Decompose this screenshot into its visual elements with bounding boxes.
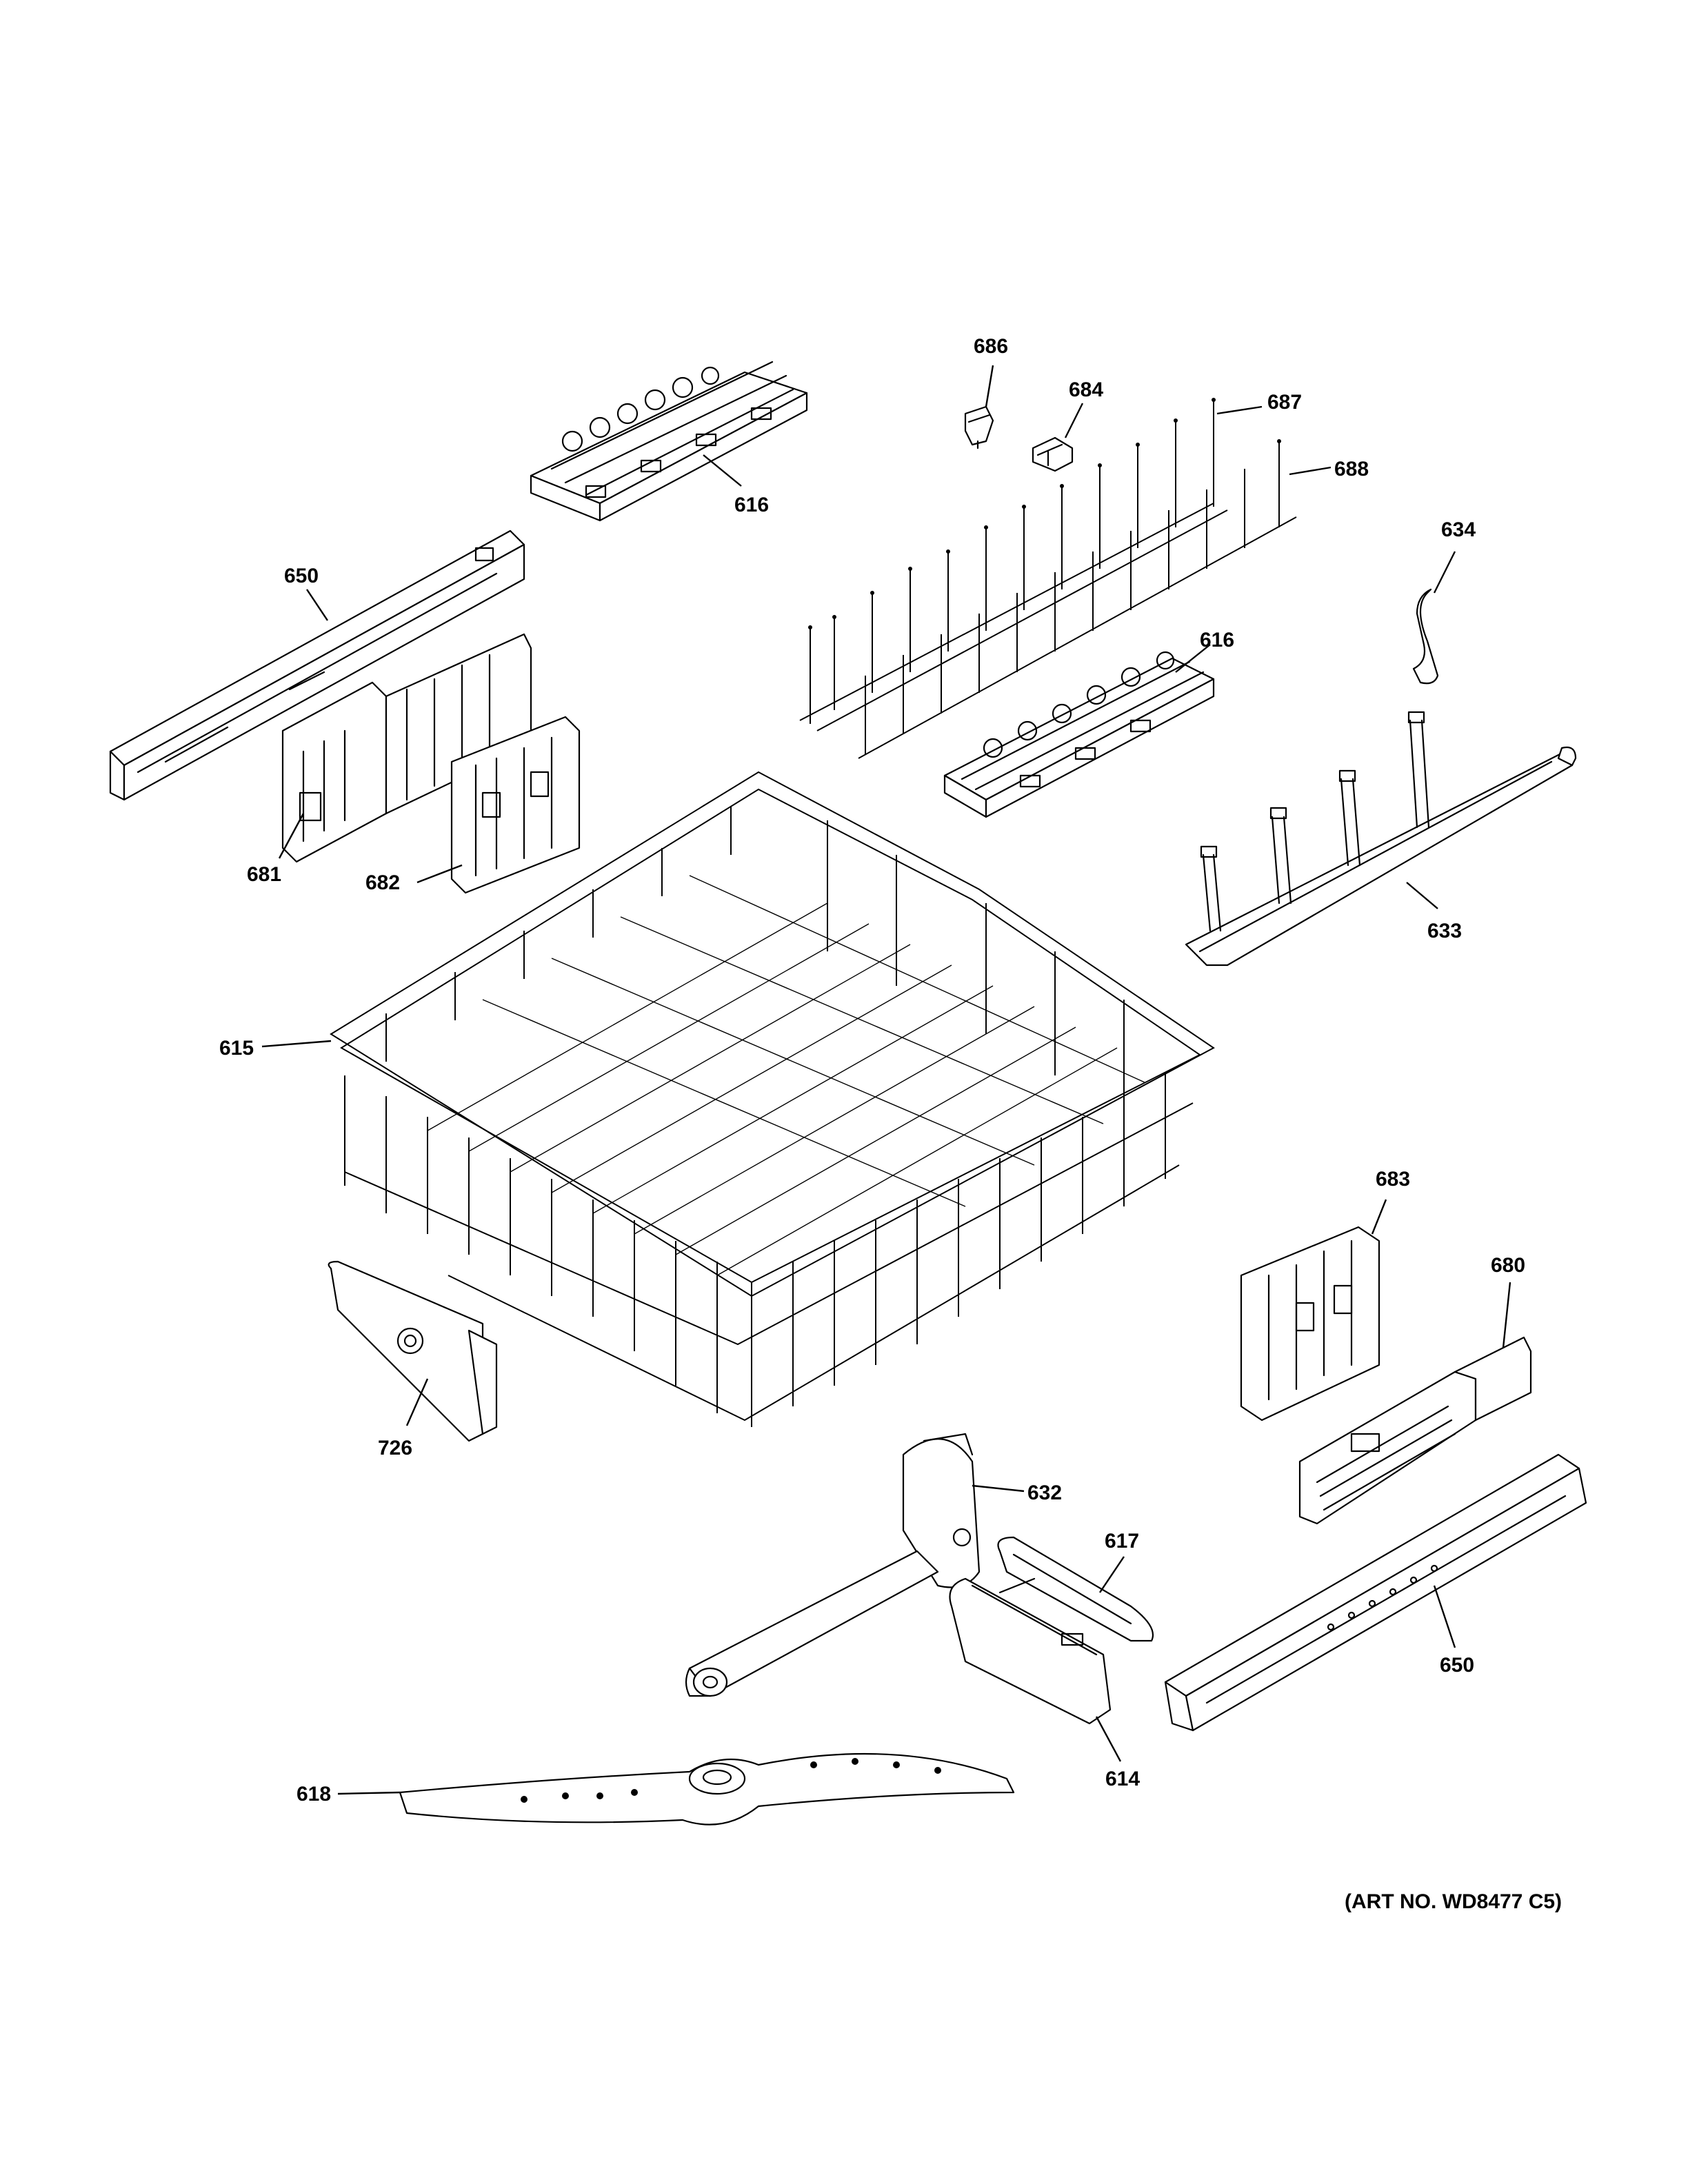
leader-650a xyxy=(306,589,328,621)
part-682-rack-adjuster-panel[interactable] xyxy=(450,716,581,894)
part-616-tine-clip-strip-top[interactable] xyxy=(530,361,808,522)
part-686-clip[interactable] xyxy=(964,405,994,449)
leader-615 xyxy=(261,1040,332,1048)
callout-726: 726 xyxy=(378,1437,412,1459)
part-614-duct[interactable] xyxy=(949,1577,1112,1725)
leader-683 xyxy=(1371,1199,1387,1235)
part-680-rack-adjuster-assembly[interactable] xyxy=(1298,1336,1532,1525)
part-687-688-tine-rows[interactable] xyxy=(799,398,1297,759)
callout-684: 684 xyxy=(1069,378,1103,401)
leader-lines xyxy=(261,365,1511,1795)
callout-634: 634 xyxy=(1441,518,1476,541)
part-726-rack-cover[interactable] xyxy=(328,1260,498,1442)
leader-681 xyxy=(278,813,305,859)
leader-633 xyxy=(1406,882,1438,909)
callout-687: 687 xyxy=(1267,391,1302,414)
callout-650-top: 650 xyxy=(284,565,319,587)
leader-682 xyxy=(416,864,463,884)
art-number: (ART NO. WD8477 C5) xyxy=(1345,1890,1562,1913)
leader-650b xyxy=(1433,1585,1456,1648)
callout-632: 632 xyxy=(1027,1482,1062,1504)
part-683-rack-adjuster-right[interactable] xyxy=(1240,1226,1380,1422)
callout-618: 618 xyxy=(297,1783,331,1806)
leader-616b xyxy=(1175,644,1211,673)
leader-688 xyxy=(1289,466,1332,476)
leader-680 xyxy=(1502,1282,1511,1348)
part-617-tube[interactable] xyxy=(997,1536,1154,1642)
leader-686 xyxy=(985,365,994,407)
part-618-lower-spray-arm[interactable] xyxy=(399,1752,1015,1826)
callout-650-bottom: 650 xyxy=(1440,1654,1474,1677)
leader-687 xyxy=(1216,405,1263,415)
part-650-rack-rail-right[interactable] xyxy=(1164,1453,1587,1732)
leader-614 xyxy=(1095,1716,1122,1762)
callout-681: 681 xyxy=(247,863,281,886)
callout-614: 614 xyxy=(1105,1768,1140,1790)
callout-688: 688 xyxy=(1334,458,1369,481)
callout-682: 682 xyxy=(365,871,400,894)
callout-labels: 686 684 687 688 616 650 634 616 681 682 … xyxy=(219,335,1562,1913)
callout-686: 686 xyxy=(974,335,1008,358)
callout-633: 633 xyxy=(1427,920,1462,942)
leader-684 xyxy=(1064,403,1084,438)
part-633-spray-manifold[interactable] xyxy=(1185,711,1577,967)
part-615-upper-rack-basket[interactable] xyxy=(330,771,1215,1427)
callout-683: 683 xyxy=(1376,1168,1410,1191)
leader-726 xyxy=(405,1378,429,1426)
part-684-clip[interactable] xyxy=(1032,436,1074,472)
callout-615: 615 xyxy=(219,1037,254,1060)
callout-680: 680 xyxy=(1491,1254,1525,1277)
callout-617: 617 xyxy=(1105,1530,1139,1553)
leader-617 xyxy=(1099,1556,1125,1593)
part-681-rack-adjuster[interactable] xyxy=(281,633,532,863)
leader-634 xyxy=(1433,551,1456,594)
part-632-spray-arm-feed[interactable] xyxy=(685,1433,981,1697)
leader-632 xyxy=(972,1484,1025,1493)
leader-618 xyxy=(337,1791,401,1795)
part-634-clip-hook[interactable] xyxy=(1412,588,1439,685)
part-650-rack-rail-left[interactable] xyxy=(109,529,525,801)
callout-616-top: 616 xyxy=(734,494,769,516)
part-616-tine-clip-strip-middle[interactable] xyxy=(943,651,1215,818)
leader-616a xyxy=(703,454,742,487)
callout-616-middle: 616 xyxy=(1200,629,1234,651)
